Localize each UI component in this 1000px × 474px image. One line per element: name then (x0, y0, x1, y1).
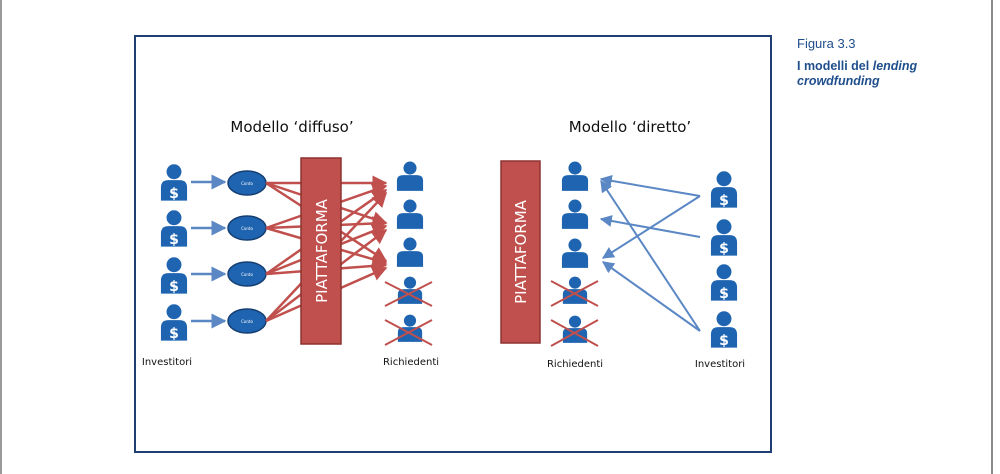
right-investors-label: Investitori (695, 359, 745, 370)
diagram-frame (134, 35, 772, 453)
right-borrower-2-icon (561, 199, 589, 229)
figure-number: Figura 3.3 (797, 36, 856, 51)
right-investor-1-icon (710, 171, 738, 208)
right-investor-4-icon (710, 311, 738, 348)
page-left-rule (0, 0, 2, 474)
left-investor-3-icon (160, 257, 188, 294)
direct-arrow-5 (602, 261, 701, 332)
right-investor-3-icon (710, 264, 738, 301)
direct-arrow-4 (600, 179, 701, 332)
figure-title-italic: lending crowdfunding (797, 59, 918, 88)
right-rejected-crosses (550, 280, 599, 347)
left-borrower-3-icon (396, 237, 424, 267)
right-platform-block (500, 160, 541, 344)
right-platform-label: PIATTAFORMA (512, 199, 530, 304)
left-model-title: Modello ‘diffuso’ (230, 118, 353, 136)
left-platform-block (300, 157, 342, 345)
left-investor-4-icon (160, 304, 188, 341)
left-investor-arrows (191, 174, 227, 329)
left-platform-label: PIATTAFORMA (313, 198, 331, 303)
left-rejected-crosses (384, 281, 433, 346)
direct-arrow-2 (601, 195, 701, 259)
right-borrowers-label: Richiedenti (547, 359, 603, 370)
cross-icon (550, 319, 599, 347)
direct-arrow-3 (599, 215, 701, 238)
account-node-label-3: Conto (241, 272, 253, 277)
left-investor-1-icon (160, 164, 188, 201)
right-investor-2-icon (710, 219, 738, 256)
cross-icon (550, 280, 599, 307)
right-borrower-1-icon (561, 161, 589, 191)
left-borrower-2-icon (396, 199, 424, 229)
cross-icon (384, 281, 433, 307)
left-investors-label: Investitori (142, 357, 192, 368)
direct-arrow-1 (599, 174, 701, 197)
page-right-rule (991, 0, 993, 474)
figure-title-plain: I modelli del (797, 59, 873, 73)
left-borrowers-label: Richiedenti (383, 357, 439, 368)
left-investor-2-icon (160, 210, 188, 247)
account-nodes: Conto Conto Conto Conto (227, 170, 267, 334)
figure-title: I modelli del lending crowdfunding (797, 59, 967, 89)
left-borrower-1-icon (396, 161, 424, 191)
right-borrower-3-icon (561, 238, 589, 268)
account-node-label-2: Conto (241, 226, 253, 231)
right-direct-arrows (599, 174, 701, 332)
right-model-title: Modello ‘diretto’ (569, 118, 691, 136)
account-node-label-4: Conto (241, 319, 253, 324)
account-node-label-1: Conto (241, 181, 253, 186)
cross-icon (384, 319, 433, 346)
